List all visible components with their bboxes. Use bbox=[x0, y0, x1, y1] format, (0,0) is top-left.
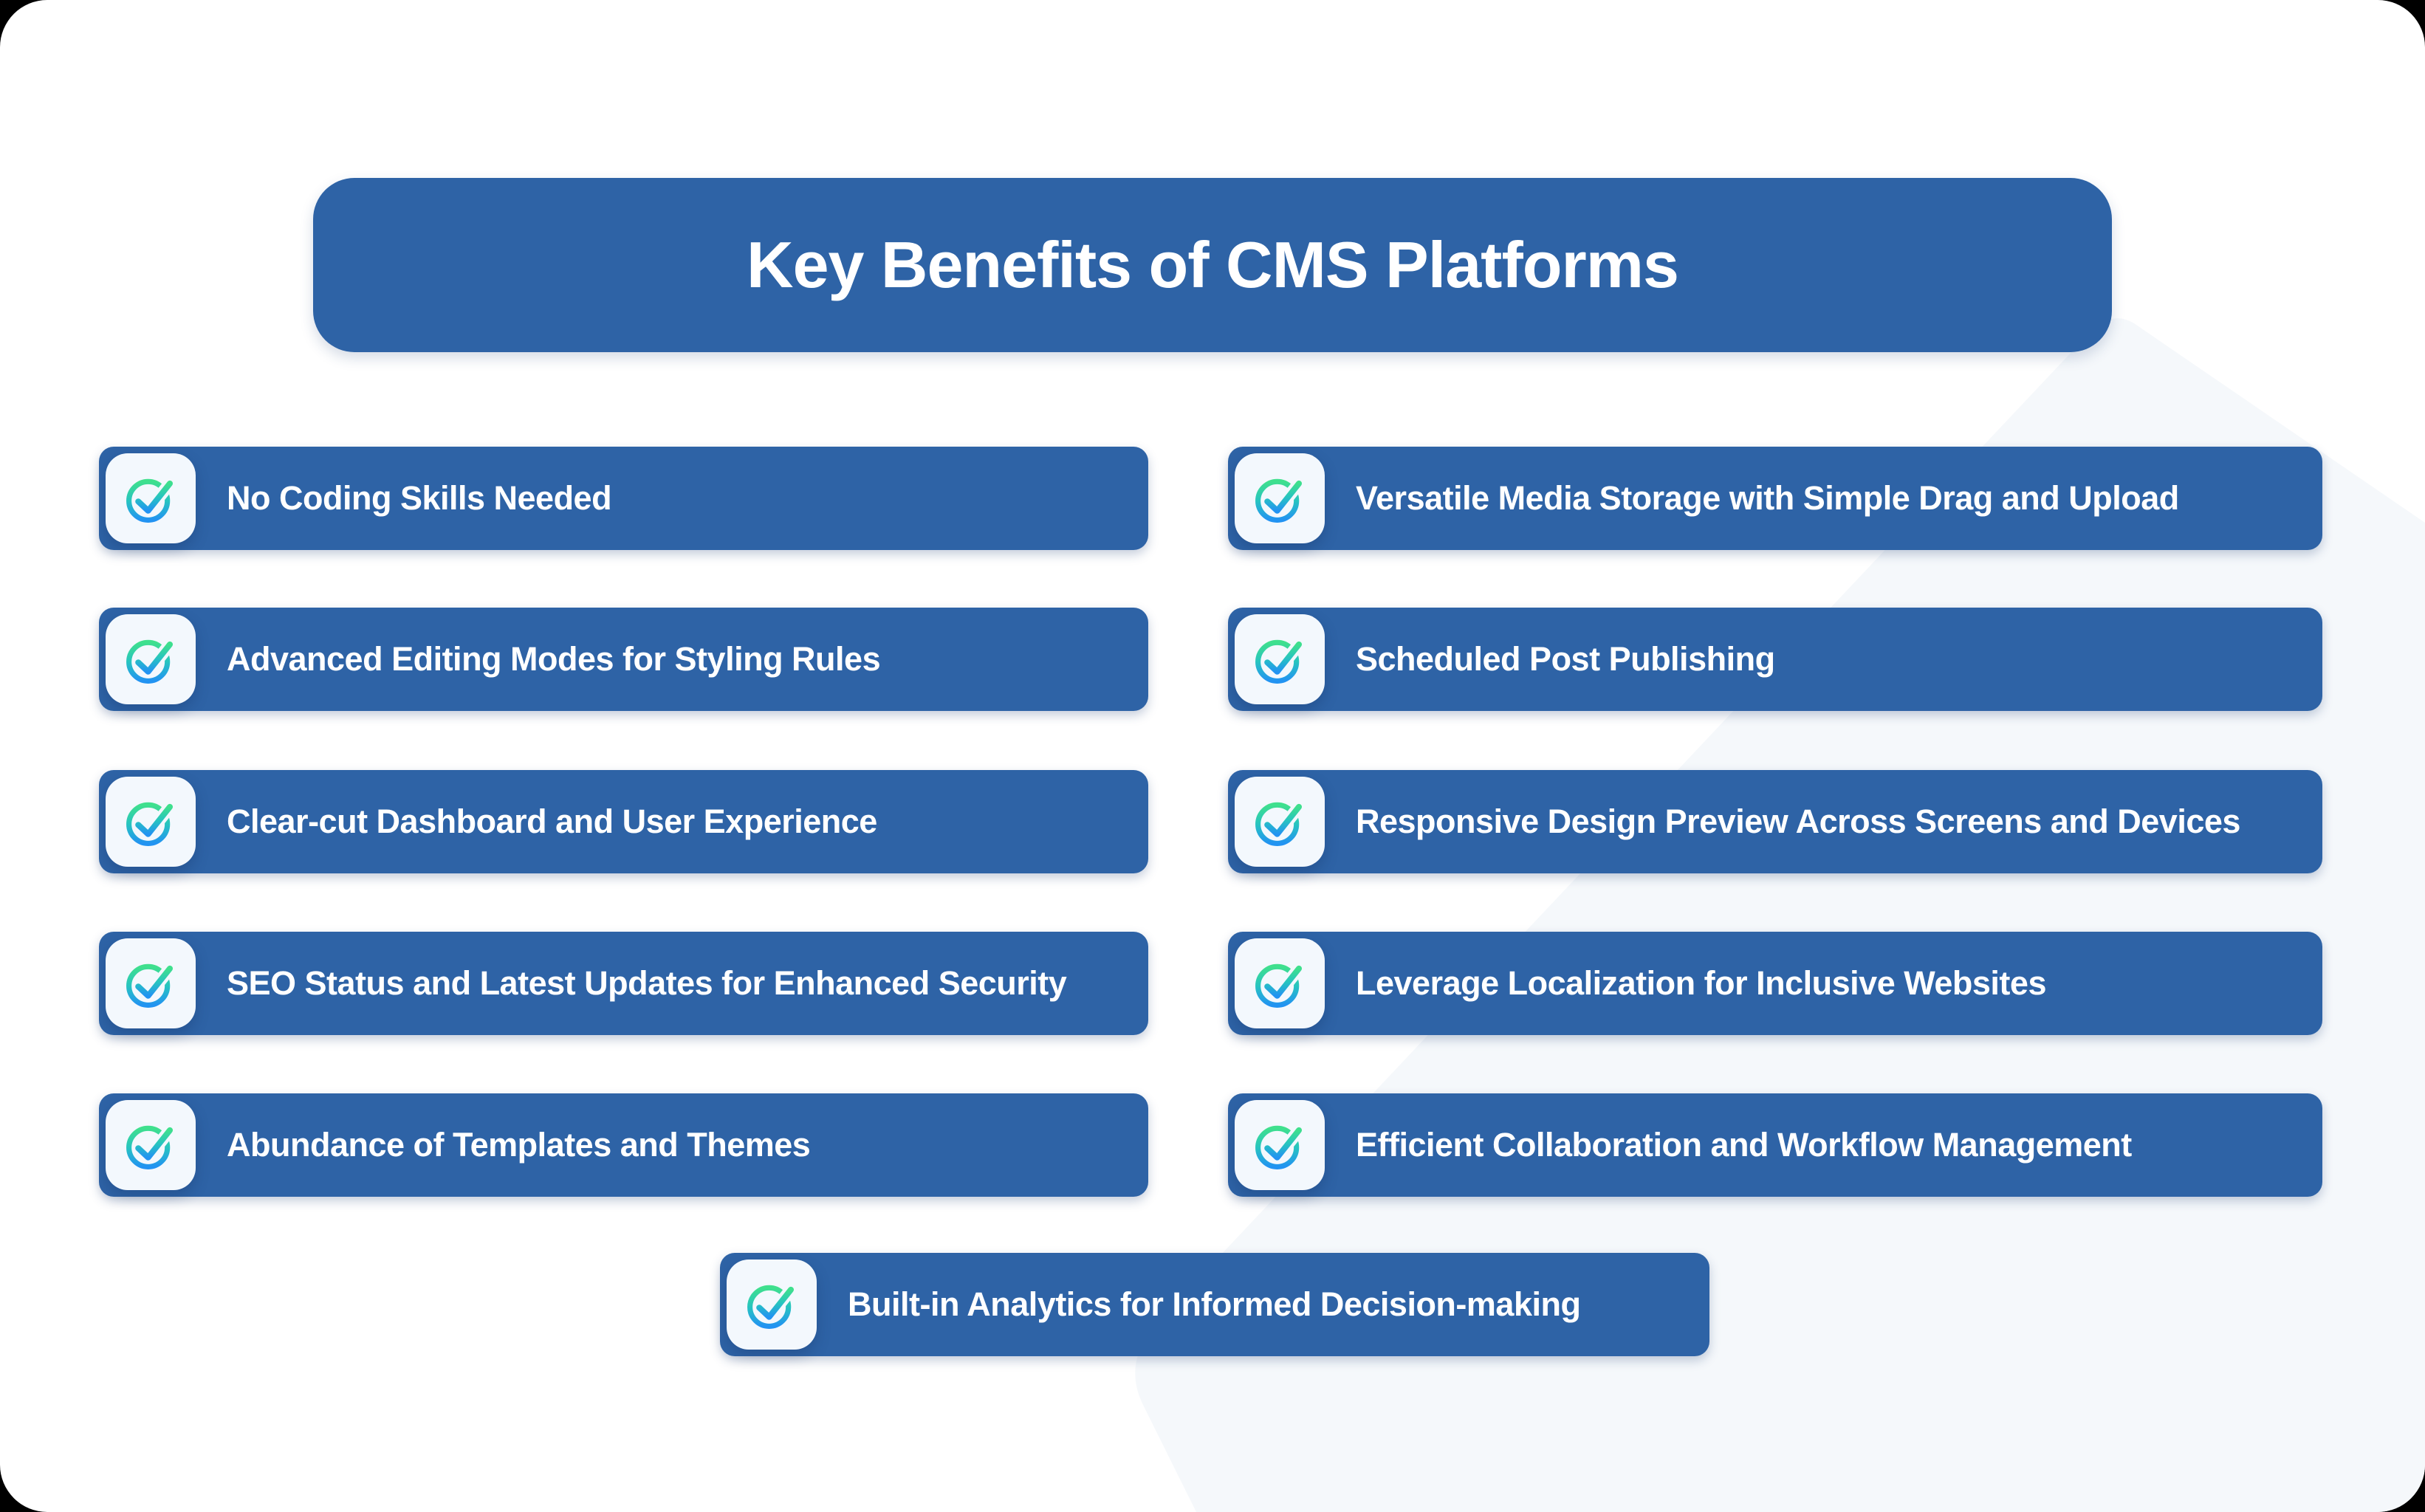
check-circle-icon bbox=[106, 614, 196, 704]
title-banner: Key Benefits of CMS Platforms bbox=[313, 178, 2112, 352]
check-circle-icon bbox=[106, 453, 196, 543]
check-circle-icon bbox=[727, 1260, 817, 1350]
benefit-item: Efficient Collaboration and Workflow Man… bbox=[1228, 1093, 2322, 1197]
check-circle-icon bbox=[1235, 777, 1325, 867]
check-circle-icon bbox=[106, 777, 196, 867]
benefit-item: Advanced Editing Modes for Styling Rules bbox=[99, 608, 1148, 711]
benefit-label: No Coding Skills Needed bbox=[227, 479, 612, 517]
check-circle-icon bbox=[106, 1100, 196, 1190]
benefit-item: Versatile Media Storage with Simple Drag… bbox=[1228, 447, 2322, 550]
benefit-label: Abundance of Templates and Themes bbox=[227, 1126, 811, 1164]
check-circle-icon bbox=[1235, 1100, 1325, 1190]
benefit-label: Efficient Collaboration and Workflow Man… bbox=[1356, 1126, 2132, 1164]
benefit-label: Built-in Analytics for Informed Decision… bbox=[848, 1285, 1581, 1323]
benefit-item: No Coding Skills Needed bbox=[99, 447, 1148, 550]
benefit-item: Clear-cut Dashboard and User Experience bbox=[99, 770, 1148, 873]
benefit-label: Leverage Localization for Inclusive Webs… bbox=[1356, 964, 2046, 1002]
benefit-label: Clear-cut Dashboard and User Experience bbox=[227, 803, 877, 840]
benefit-item: Leverage Localization for Inclusive Webs… bbox=[1228, 932, 2322, 1035]
benefit-item: SEO Status and Latest Updates for Enhanc… bbox=[99, 932, 1148, 1035]
benefit-label: Versatile Media Storage with Simple Drag… bbox=[1356, 479, 2179, 517]
benefit-item: Responsive Design Preview Across Screens… bbox=[1228, 770, 2322, 873]
benefit-label: Advanced Editing Modes for Styling Rules bbox=[227, 640, 881, 678]
benefit-item: Abundance of Templates and Themes bbox=[99, 1093, 1148, 1197]
benefit-label: Responsive Design Preview Across Screens… bbox=[1356, 803, 2240, 840]
benefit-item: Scheduled Post Publishing bbox=[1228, 608, 2322, 711]
check-circle-icon bbox=[1235, 453, 1325, 543]
check-circle-icon bbox=[106, 938, 196, 1028]
check-circle-icon bbox=[1235, 614, 1325, 704]
benefit-item: Built-in Analytics for Informed Decision… bbox=[720, 1253, 1709, 1356]
benefit-label: SEO Status and Latest Updates for Enhanc… bbox=[227, 964, 1067, 1002]
check-circle-icon bbox=[1235, 938, 1325, 1028]
page-title: Key Benefits of CMS Platforms bbox=[747, 228, 1679, 301]
benefit-label: Scheduled Post Publishing bbox=[1356, 640, 1775, 678]
